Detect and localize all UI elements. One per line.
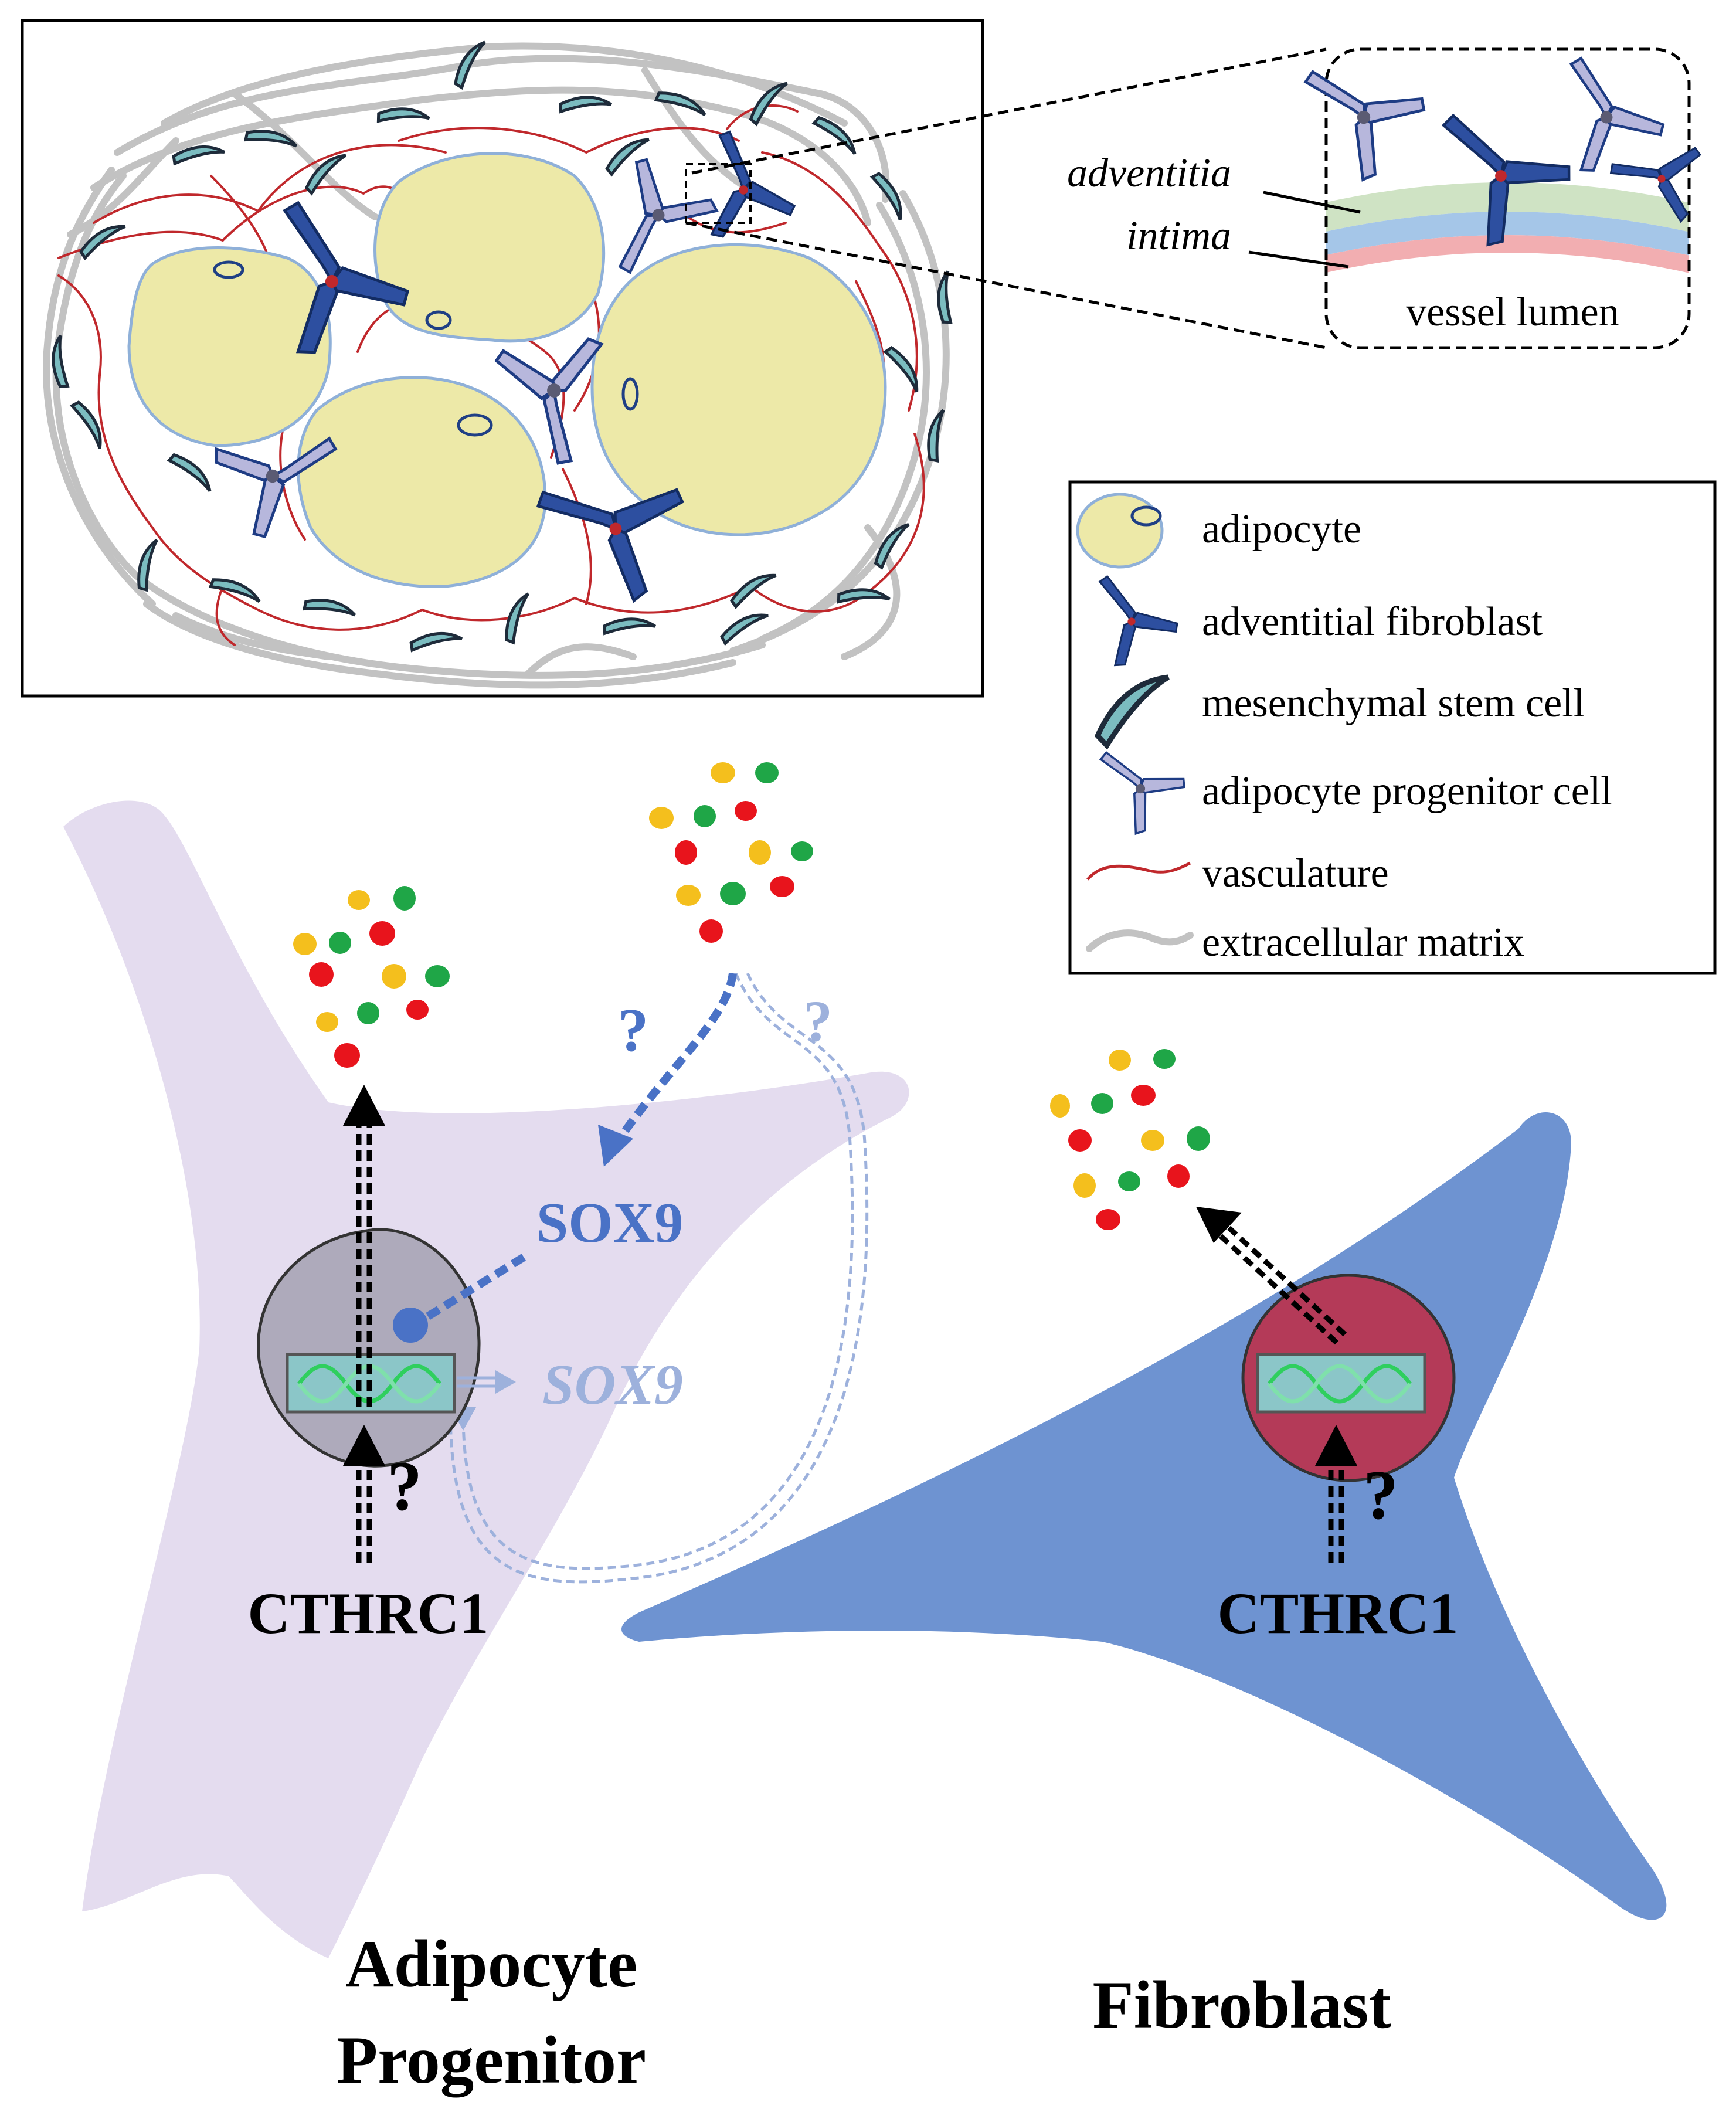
adipocytes bbox=[127, 152, 887, 588]
question-mark-sox9-induction: ? bbox=[618, 996, 649, 1064]
endothelium-layer bbox=[1326, 235, 1689, 276]
fibroblast-dna-helix bbox=[1268, 1364, 1412, 1404]
progenitor-secreted-factors bbox=[293, 886, 450, 1068]
legend-label-vasculature: vasculature bbox=[1202, 851, 1389, 896]
progenitor-cthrc1-label: CTHRC1 bbox=[247, 1581, 488, 1646]
legend-label-extracellular-matrix: extracellular matrix bbox=[1202, 920, 1524, 965]
adventitia-pointer bbox=[1263, 191, 1361, 214]
extracellular-matrix-icon bbox=[1086, 929, 1194, 952]
progenitor-cell-body bbox=[63, 800, 909, 1958]
adipocyte-3 bbox=[297, 376, 547, 588]
external-factors bbox=[649, 762, 813, 943]
sox9-gene-label: SOX9 bbox=[542, 1353, 683, 1417]
question-mark-feedback: ? bbox=[803, 989, 833, 1054]
zoom-line-top bbox=[691, 47, 1327, 175]
sox9-protein-label: SOX9 bbox=[536, 1191, 684, 1255]
fibroblast-cthrc1-label: CTHRC1 bbox=[1217, 1581, 1458, 1646]
fibroblast-cell-body bbox=[621, 1112, 1667, 1920]
legend: adipocyte adventitial fibroblast mesench… bbox=[1068, 480, 1717, 975]
legend-label-adipocyte-progenitor: adipocyte progenitor cell bbox=[1202, 769, 1612, 814]
vessel-lumen-label: vessel lumen bbox=[1406, 290, 1619, 335]
legend-label-adventitial-fibroblast: adventitial fibroblast bbox=[1202, 599, 1543, 644]
sox9-protein-dot bbox=[393, 1308, 428, 1343]
question-mark-fibroblast-nucleus: ? bbox=[1363, 1456, 1398, 1534]
vasculature-icon bbox=[1086, 861, 1191, 881]
legend-box bbox=[1068, 480, 1717, 975]
fibroblast-secretion-arrow bbox=[1196, 1207, 1347, 1345]
intima-label: intima bbox=[1126, 213, 1231, 259]
fibroblast-cthrc1-arrow bbox=[1315, 1425, 1357, 1563]
fibroblast-title: Fibroblast bbox=[1092, 1968, 1391, 2042]
legend-label-adipocyte: adipocyte bbox=[1202, 507, 1361, 552]
legend-label-mesenchymal-stem-cell: mesenchymal stem cell bbox=[1202, 681, 1585, 726]
adventitia-label: adventitia bbox=[1067, 151, 1231, 196]
adipocyte-2 bbox=[373, 152, 606, 343]
fibroblast-secreted-factors bbox=[1050, 1049, 1210, 1230]
zoom-line-bottom bbox=[685, 221, 1327, 349]
progenitor-title-line2: Progenitor bbox=[337, 2023, 646, 2097]
sox9-expression-arrow bbox=[457, 1370, 516, 1394]
progenitor-secretion-arrow bbox=[343, 1085, 385, 1407]
intima-pointer bbox=[1248, 250, 1349, 269]
adipocyte-1 bbox=[127, 246, 332, 447]
vessel-inset: adventitia intima vessel lumen bbox=[1067, 46, 1727, 349]
sox9-feedback-path bbox=[449, 972, 869, 1584]
intima-layer bbox=[1326, 212, 1689, 258]
extracellular-matrix bbox=[43, 42, 950, 689]
zoom-box bbox=[685, 163, 752, 224]
adipocyte-nuclei bbox=[213, 260, 639, 437]
question-mark-progenitor-nucleus: ? bbox=[387, 1447, 422, 1525]
adipocyte-4 bbox=[590, 243, 887, 536]
progenitor-cthrc1-arrow bbox=[343, 1425, 385, 1563]
sox9-induction-arrow bbox=[598, 972, 737, 1167]
adipocyte-icon bbox=[1076, 493, 1164, 569]
progenitor-title-line1: Adipocyte bbox=[345, 1927, 637, 2001]
